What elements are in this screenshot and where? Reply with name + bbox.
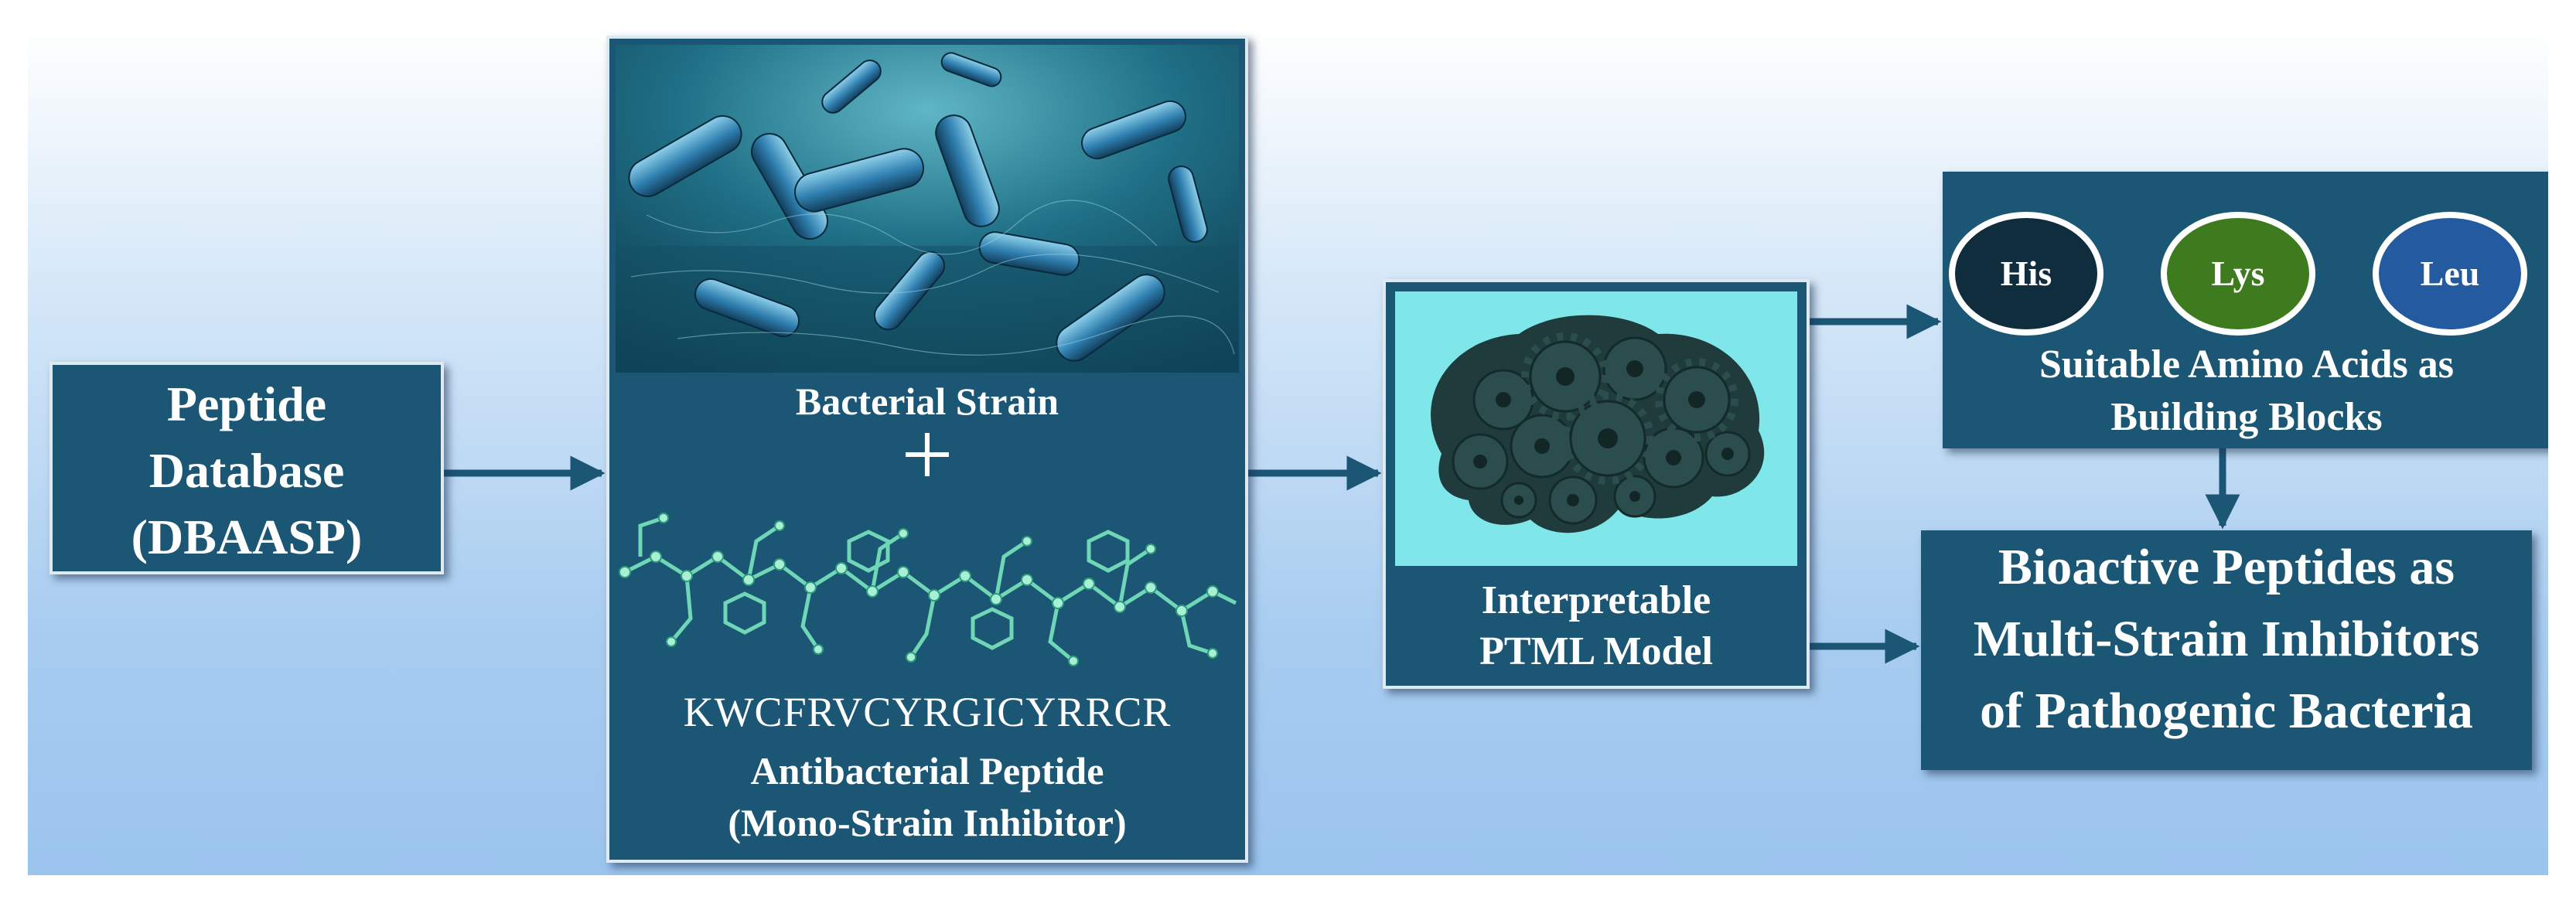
- input-box: Bacterial Strain +: [606, 36, 1248, 863]
- diagram-canvas: Peptide Database (DBAASP): [28, 28, 2548, 875]
- model-label-line-1: Interpretable: [1481, 578, 1711, 622]
- bacteria-image: [616, 45, 1239, 373]
- amino-acid-his: His: [1949, 212, 2103, 336]
- bacterial-strain-label: Bacterial Strain: [795, 380, 1059, 423]
- peptide-sequence: KWCFRVCYRGICYRRCR: [683, 689, 1172, 735]
- result-line-2: Multi-Strain Inhibitors: [1973, 611, 2480, 667]
- model-label-line-2: PTML Model: [1479, 629, 1713, 673]
- database-line-2: Database: [148, 443, 345, 498]
- peptide-molecule-image: [619, 513, 1237, 666]
- amino-acid-lys: Lys: [2161, 212, 2315, 336]
- amino-label-line-1: Suitable Amino Acids as: [2039, 342, 2455, 387]
- mono-strain-inhibitor-label: (Mono-Strain Inhibitor): [728, 801, 1127, 844]
- gear-brain-image: [1395, 291, 1797, 566]
- plus-sign: +: [901, 403, 954, 506]
- antibacterial-peptide-label: Antibacterial Peptide: [750, 749, 1104, 792]
- amino-label-line-2: Building Blocks: [2110, 395, 2383, 439]
- amino-acids-box: His Lys Leu Suitable Amino Acids as Buil…: [1943, 172, 2548, 448]
- amino-acid-leu: Leu: [2373, 212, 2527, 336]
- bioactive-peptides-box: Bioactive Peptides as Multi-Strain Inhib…: [1921, 530, 2532, 770]
- peptide-database-box: Peptide Database (DBAASP): [49, 362, 444, 574]
- result-line-3: of Pathogenic Bacteria: [1980, 683, 2473, 739]
- result-line-1: Bioactive Peptides as: [1998, 539, 2455, 595]
- ptml-model-box: Interpretable PTML Model: [1383, 279, 1810, 689]
- database-line-3: (DBAASP): [131, 509, 363, 564]
- database-line-1: Peptide: [166, 377, 327, 431]
